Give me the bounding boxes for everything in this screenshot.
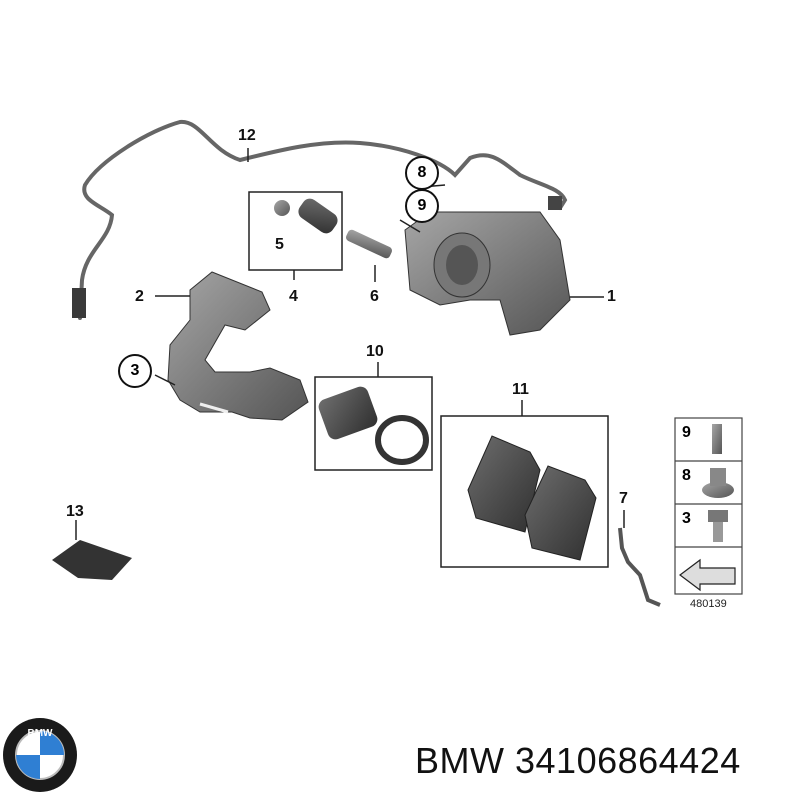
box-guide-bolt-set xyxy=(248,191,343,271)
callout-4: 4 xyxy=(289,288,298,305)
part-number: 34106864424 xyxy=(515,740,741,781)
callout-6: 6 xyxy=(370,288,379,305)
grease-packet xyxy=(52,540,132,580)
sensor-plug-right xyxy=(548,196,562,210)
callout-9-circle: 9 xyxy=(405,189,439,223)
diagram-number: 480139 xyxy=(690,598,727,610)
legend-9: 9 xyxy=(682,424,691,441)
guide-pin xyxy=(346,229,392,259)
svg-text:BMW: BMW xyxy=(28,728,54,739)
legend-8: 8 xyxy=(682,467,691,484)
box-brake-pads xyxy=(440,415,609,568)
guide-sleeve xyxy=(274,198,338,234)
callout-8-circle: 8 xyxy=(405,156,439,190)
bmw-logo: BMW xyxy=(3,718,77,792)
callout-2: 2 xyxy=(135,288,144,305)
hex-bolt-icon xyxy=(708,510,728,542)
callout-10: 10 xyxy=(366,343,384,360)
bleeder-screw-icon xyxy=(712,424,722,454)
callout-3-circle: 3 xyxy=(118,354,152,388)
banjo-bolt-icon xyxy=(702,468,734,498)
box-piston-kit xyxy=(314,376,433,471)
callout-1: 1 xyxy=(607,288,616,305)
callout-11: 11 xyxy=(512,381,529,398)
brake-pads xyxy=(467,435,597,561)
legend-3: 3 xyxy=(682,510,691,527)
brake-caliper xyxy=(404,211,571,336)
callout-5: 5 xyxy=(275,236,284,253)
caliper-piston xyxy=(318,386,429,465)
direction-arrow-icon xyxy=(679,558,736,592)
callout-12: 12 xyxy=(238,127,256,144)
hardware-legend-table xyxy=(674,417,743,595)
brake-wear-sensor-cable xyxy=(78,119,568,320)
sensor-plug-left xyxy=(72,288,86,318)
callout-13: 13 xyxy=(66,503,84,520)
caliper-carrier xyxy=(167,271,309,421)
part-caption: BMW 34106864424 xyxy=(415,740,741,782)
brand-label: BMW xyxy=(415,740,505,781)
anti-rattle-clip xyxy=(618,527,661,607)
callout-7: 7 xyxy=(619,490,628,507)
